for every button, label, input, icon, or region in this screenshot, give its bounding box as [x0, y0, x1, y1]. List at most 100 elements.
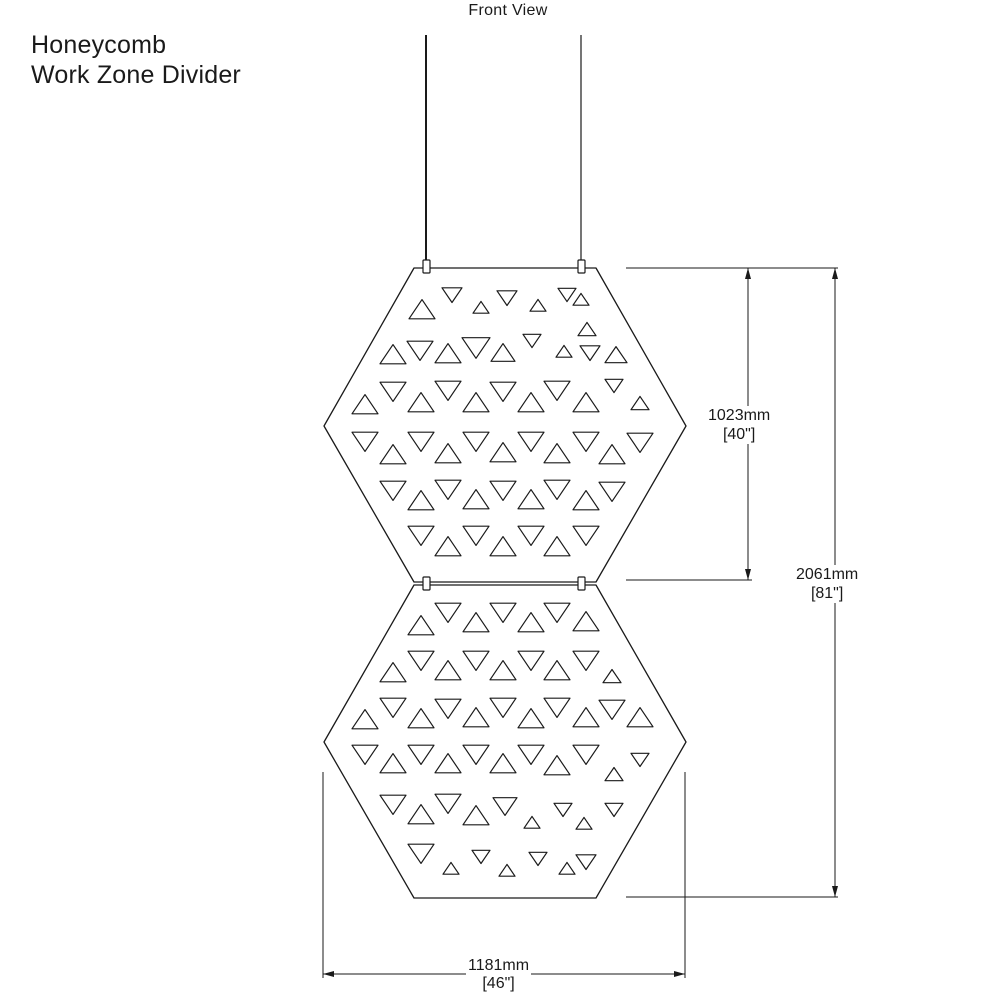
triangle-cutout	[496, 290, 518, 307]
triangle-cutout	[572, 490, 600, 511]
width-label: 1181mm [46"]	[466, 957, 532, 993]
triangle-cutout	[517, 431, 545, 452]
triangle-cutout	[489, 480, 517, 501]
triangle-cutout	[407, 707, 435, 729]
triangle-cutout	[572, 706, 600, 728]
triangle-cutout	[543, 602, 571, 624]
triangle-cutout	[528, 851, 548, 867]
triangle-cutout	[604, 766, 624, 782]
triangle-cutout	[572, 650, 600, 672]
triangle-cutout	[407, 392, 435, 413]
triangle-cutout	[434, 535, 462, 557]
triangle-cutout	[434, 343, 462, 364]
triangle-cutout	[351, 394, 379, 415]
total-height-metric: 2061mm	[796, 566, 859, 583]
triangle-cutout	[434, 479, 462, 500]
triangle-cutout	[407, 525, 435, 547]
triangle-cutout	[379, 697, 407, 719]
triangle-cutout	[462, 744, 490, 766]
triangle-cutout	[462, 706, 490, 728]
triangle-cutout	[379, 444, 407, 465]
triangle-cutout	[408, 299, 436, 320]
top-clip-right	[577, 259, 586, 274]
total-height-label: 2061mm [81"]	[794, 565, 861, 603]
triangle-cutout	[575, 854, 597, 871]
triangle-cutout	[351, 431, 379, 452]
joint-clip-left	[422, 576, 431, 591]
panel-height-label: 1023mm [40"]	[706, 406, 773, 444]
triangle-cutout	[489, 381, 517, 402]
triangle-cutout	[557, 287, 577, 303]
triangle-cutout	[434, 380, 462, 401]
triangle-cutout	[604, 802, 624, 818]
triangle-cutout	[407, 744, 435, 766]
triangle-cutout	[598, 481, 626, 502]
triangle-cutout	[489, 659, 517, 681]
triangle-cutout	[572, 525, 600, 547]
triangle-cutout	[462, 611, 490, 633]
triangle-cutout	[379, 794, 407, 816]
total-height-imperial: [81"]	[810, 585, 844, 602]
view-label: Front View	[468, 2, 548, 19]
triangle-cutout	[543, 380, 571, 401]
triangle-cutout	[379, 480, 407, 501]
triangle-cutout	[441, 287, 463, 304]
triangle-cutout	[602, 668, 622, 684]
triangle-cutout	[626, 432, 654, 453]
triangle-cutout	[543, 697, 571, 719]
triangle-cutout	[490, 343, 516, 362]
triangle-cutout	[471, 849, 491, 865]
triangle-cutout	[462, 489, 490, 510]
triangle-cutout	[604, 346, 628, 364]
triangle-cutout	[407, 431, 435, 452]
triangle-cutout	[517, 707, 545, 729]
triangle-cutout	[575, 816, 593, 830]
triangle-cutout	[553, 802, 573, 818]
triangle-cutout	[579, 345, 601, 362]
triangle-cutout	[543, 443, 571, 464]
triangle-cutout	[462, 392, 490, 413]
triangle-cutout	[434, 602, 462, 624]
triangle-cutout	[442, 861, 460, 875]
triangle-cutout	[604, 378, 624, 394]
triangle-cutout	[472, 300, 490, 314]
triangle-cutout	[434, 443, 462, 464]
triangle-cutout	[543, 754, 571, 776]
panel-height-metric: 1023mm	[708, 407, 771, 424]
triangle-cutout	[517, 525, 545, 547]
triangle-cutout	[351, 744, 379, 766]
triangle-cutout	[406, 340, 434, 361]
joint-clip-right	[577, 576, 586, 591]
triangle-cutout	[630, 395, 650, 411]
triangle-cutout	[489, 442, 517, 463]
width-metric: 1181mm	[468, 957, 530, 974]
triangle-cutout	[434, 752, 462, 774]
triangle-cutout	[462, 525, 490, 547]
top-clip-left	[422, 259, 431, 274]
triangle-cutout	[407, 614, 435, 636]
title-line-2: Work Zone Divider	[31, 61, 241, 89]
bottom-hexagon-panel	[323, 584, 687, 899]
triangle-cutout	[379, 344, 407, 365]
triangle-cutout	[434, 793, 462, 815]
triangle-cutout	[407, 843, 435, 865]
triangle-cutout	[489, 602, 517, 624]
triangle-cutout	[522, 333, 542, 349]
triangle-cutout	[462, 804, 490, 826]
top-hexagon-panel	[323, 267, 687, 583]
triangle-cutout	[434, 659, 462, 681]
triangle-cutout	[379, 381, 407, 402]
triangle-cutout	[461, 337, 491, 359]
panel-height-imperial: [40"]	[722, 426, 756, 443]
triangle-cutout	[517, 611, 545, 633]
triangle-cutouts	[351, 287, 654, 877]
triangle-cutout	[517, 489, 545, 510]
triangle-cutout	[572, 431, 600, 452]
triangle-cutout	[555, 344, 573, 358]
triangle-cutout	[572, 292, 590, 306]
width-imperial: [46"]	[482, 975, 515, 992]
triangle-cutout	[543, 659, 571, 681]
triangle-cutout	[379, 752, 407, 774]
triangle-cutout	[407, 803, 435, 825]
triangle-cutout	[558, 861, 576, 875]
